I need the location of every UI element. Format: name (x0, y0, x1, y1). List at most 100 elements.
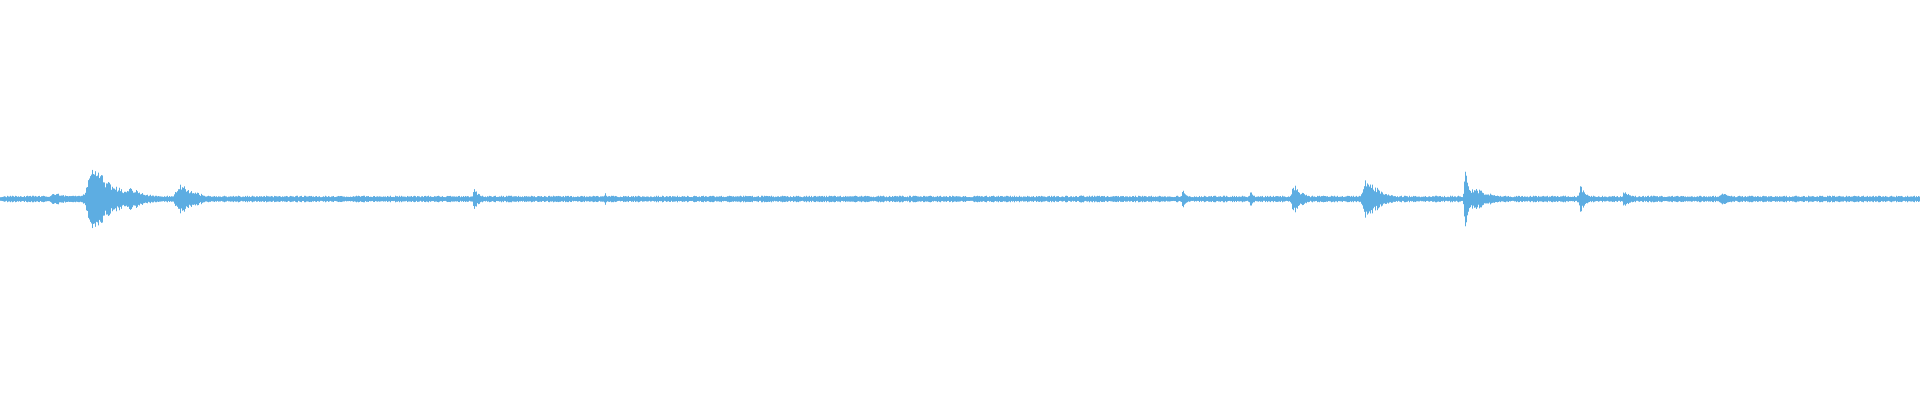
waveform-bar (630, 197, 631, 201)
waveform-bar (1399, 196, 1400, 202)
waveform-bar (525, 196, 526, 202)
waveform-bar (1401, 195, 1402, 203)
waveform-bar (314, 197, 315, 201)
waveform-bar (1718, 196, 1719, 202)
waveform-bar (712, 195, 713, 203)
waveform-bar (965, 196, 966, 202)
waveform-bar (744, 196, 745, 202)
waveform-bar (1705, 196, 1706, 202)
waveform-bar (1721, 194, 1722, 204)
waveform-bar (593, 195, 594, 203)
waveform-bar (1917, 196, 1918, 202)
waveform-bar (1155, 196, 1156, 202)
waveform-bar (155, 195, 156, 203)
waveform-bar (1875, 196, 1876, 202)
waveform-bar (808, 196, 809, 202)
waveform-bar (619, 197, 620, 201)
waveform-bar (1586, 194, 1587, 204)
waveform-bar (1583, 190, 1584, 208)
waveform-bar (1371, 187, 1372, 211)
waveform-bar (1664, 196, 1665, 202)
waveform-bar (92, 169, 93, 229)
waveform-bar (264, 195, 265, 203)
waveform-bar (1837, 196, 1838, 202)
waveform-bar (1408, 197, 1409, 201)
waveform-bar (109, 182, 110, 216)
waveform-bar (897, 196, 898, 202)
waveform-bar (870, 196, 871, 202)
waveform-bar (900, 195, 901, 203)
waveform-bar (1189, 196, 1190, 202)
waveform-bar (1136, 196, 1137, 202)
waveform-bar (1398, 197, 1399, 201)
waveform-bar (966, 196, 967, 202)
waveform-bar (604, 195, 605, 203)
waveform-bar (343, 196, 344, 202)
waveform-bar (1050, 197, 1051, 201)
waveform-bar (1176, 195, 1177, 203)
waveform-bar (1790, 197, 1791, 201)
waveform-bar (1089, 195, 1090, 203)
waveform-bar (1580, 186, 1581, 212)
waveform-bar (178, 189, 179, 209)
waveform-bar (1294, 190, 1295, 208)
waveform-bar (1040, 196, 1041, 202)
waveform-bar (1360, 196, 1361, 202)
waveform-bar (716, 196, 717, 202)
waveform-bar (1616, 196, 1617, 202)
waveform-bar (1638, 196, 1639, 202)
waveform-bar (933, 196, 934, 202)
waveform-bar (222, 196, 223, 202)
waveform-bar (409, 196, 410, 202)
waveform-bar (291, 196, 292, 202)
waveform-bar (1493, 195, 1494, 203)
waveform-bar (22, 197, 23, 201)
waveform-bar (64, 196, 65, 202)
waveform-bar (1847, 196, 1848, 202)
waveform-bar (1311, 196, 1312, 202)
waveform-bar (400, 196, 401, 202)
waveform-bar (1126, 196, 1127, 202)
waveform-bar (163, 196, 164, 202)
waveform-bar (1743, 197, 1744, 201)
waveform-bar (1619, 197, 1620, 201)
waveform-bar (705, 196, 706, 202)
waveform-bar (1886, 196, 1887, 202)
waveform-bar (907, 196, 908, 202)
waveform-bar (11, 196, 12, 202)
waveform-bar (1221, 196, 1222, 202)
waveform-bar (1071, 196, 1072, 202)
waveform-bar (1463, 193, 1464, 205)
waveform-bar (1146, 196, 1147, 202)
waveform-bar (272, 196, 273, 202)
waveform-bar (1356, 195, 1357, 203)
waveform-bar (765, 196, 766, 202)
waveform-bar (1213, 195, 1214, 203)
waveform-bar (1896, 195, 1897, 203)
waveform-bar (191, 191, 192, 207)
waveform-bar (149, 195, 150, 203)
waveform-bar (666, 196, 667, 202)
waveform-bar (1335, 196, 1336, 202)
waveform-bar (1348, 195, 1349, 203)
waveform-bar (89, 178, 90, 220)
waveform-bar (1776, 196, 1777, 202)
waveform-bar (820, 196, 821, 202)
waveform-bar (1370, 184, 1371, 214)
waveform-bar (5, 196, 6, 202)
waveform-bar (1913, 196, 1914, 202)
waveform-bar (1605, 196, 1606, 202)
waveform-bar (565, 195, 566, 203)
waveform-bar (116, 186, 117, 212)
waveform-bar (772, 196, 773, 202)
waveform-bar (1301, 193, 1302, 205)
waveform-bar (488, 196, 489, 202)
waveform-bar (656, 195, 657, 203)
waveform-bar (669, 196, 670, 202)
waveform-bar (151, 196, 152, 202)
waveform-bar (1194, 196, 1195, 202)
waveform-bar (224, 195, 225, 203)
waveform-bar (1606, 196, 1607, 202)
waveform-bar (1217, 196, 1218, 202)
waveform-bar (1507, 196, 1508, 202)
